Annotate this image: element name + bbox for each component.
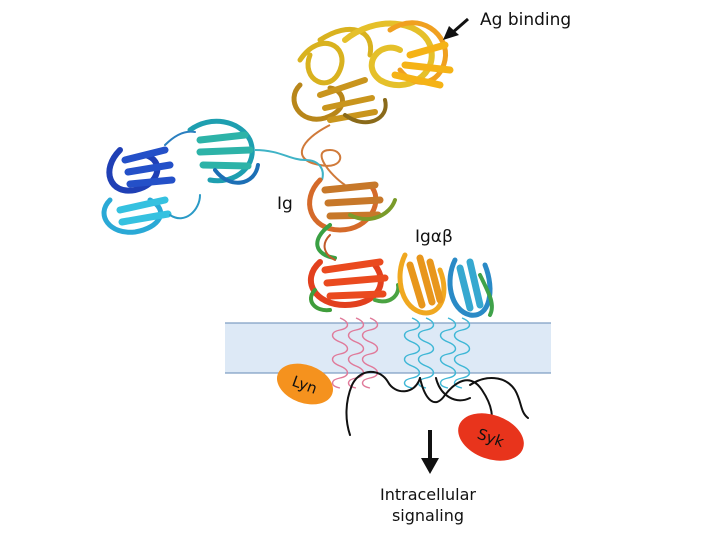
lyn-kinase: Lyn bbox=[276, 363, 334, 405]
signaling-arrow bbox=[421, 430, 439, 474]
ig-alpha-beta-domains bbox=[397, 252, 494, 318]
transmembrane-helices-cyan bbox=[403, 317, 471, 389]
ig-constant-domains bbox=[307, 177, 401, 313]
cytoplasmic-tails bbox=[345, 370, 529, 436]
fab-arm-left bbox=[101, 118, 260, 235]
hinge-linker bbox=[300, 124, 346, 186]
ig-label: Ig bbox=[277, 194, 293, 214]
intracellular-label-line1: Intracellular bbox=[380, 485, 476, 504]
fab-antigen-binding-domain bbox=[291, 20, 454, 125]
ig-alpha-beta-label: Igαβ bbox=[415, 227, 453, 247]
left-arm-linker bbox=[254, 149, 324, 181]
cell-membrane bbox=[225, 322, 551, 374]
intracellular-label-line2: signaling bbox=[392, 506, 464, 525]
ag-binding-arrow bbox=[443, 17, 469, 40]
syk-kinase: Syk bbox=[458, 413, 524, 461]
ag-binding-label: Ag binding bbox=[480, 10, 571, 30]
